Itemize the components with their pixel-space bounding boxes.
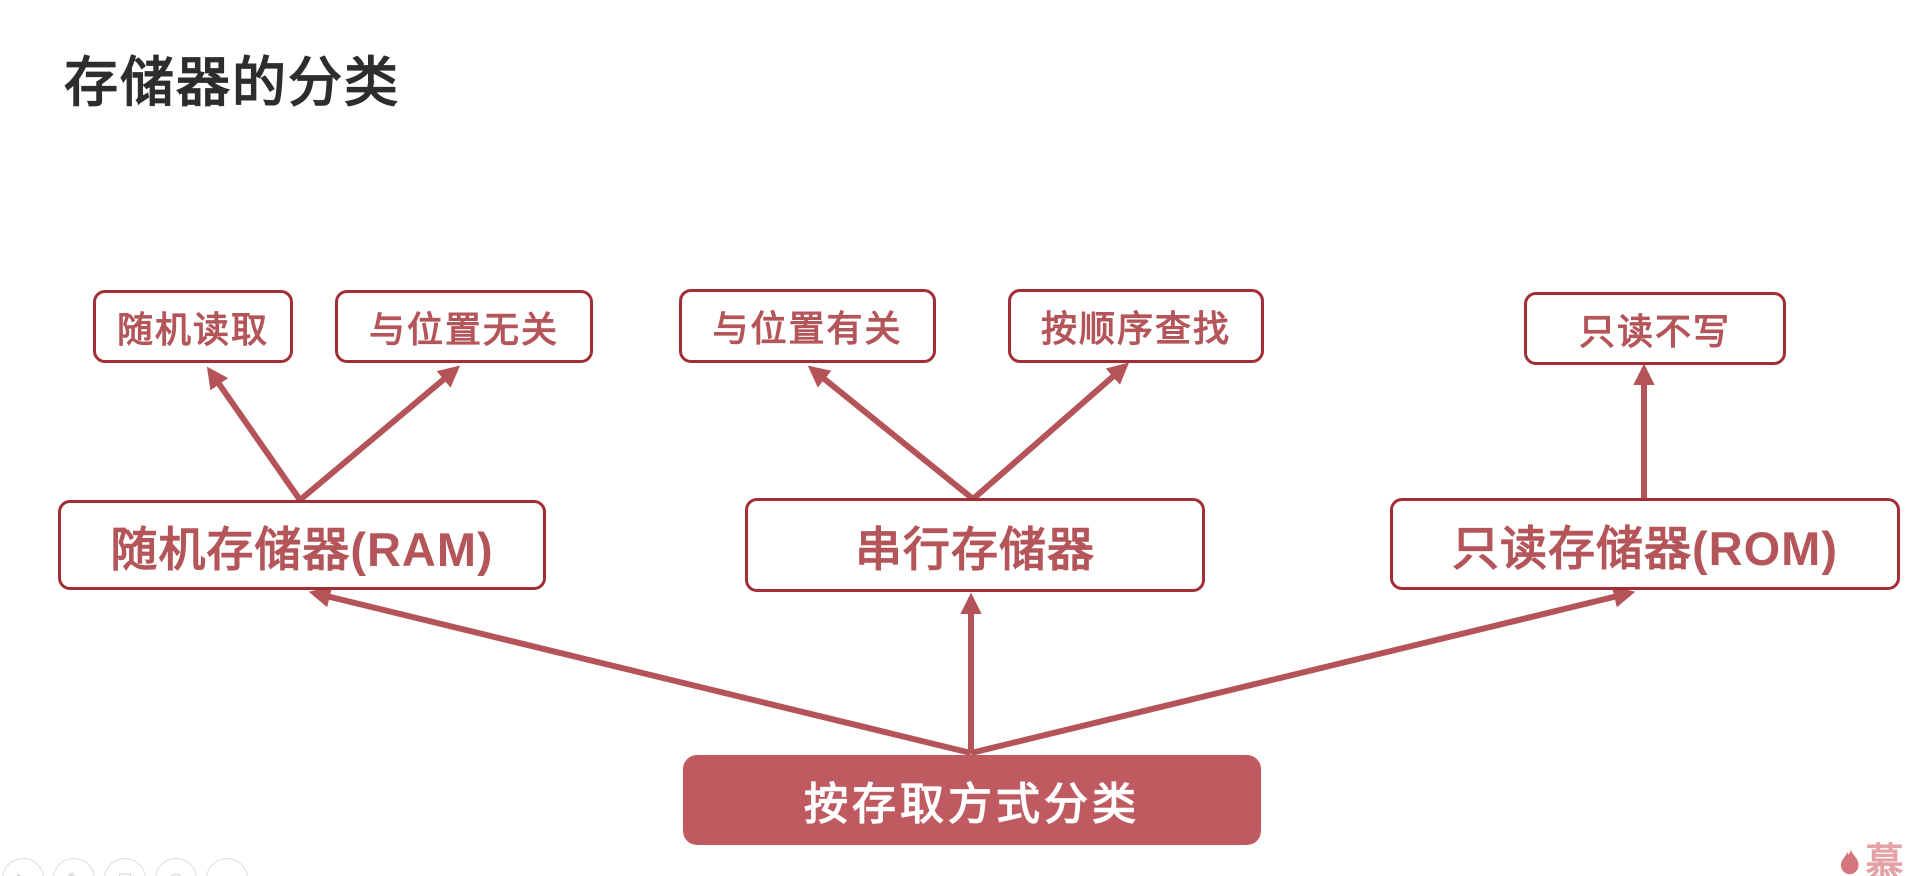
arrow-connector bbox=[807, 365, 975, 502]
feature-label: 随机读取 bbox=[116, 308, 269, 350]
video-icon[interactable]: ▣ bbox=[104, 858, 146, 876]
page-title: 存储器的分类 bbox=[64, 53, 400, 113]
play-icon[interactable]: ▶ bbox=[2, 858, 44, 876]
arrow-connector bbox=[971, 362, 1130, 502]
arrow-connector bbox=[298, 365, 461, 503]
category-box-rom: 只读存储器(ROM) bbox=[1390, 498, 1900, 590]
arrow-connector bbox=[308, 586, 972, 756]
arrow-connector bbox=[970, 586, 1636, 756]
category-label: 只读存储器(ROM) bbox=[1452, 521, 1838, 575]
feature-label: 与位置有关 bbox=[712, 308, 903, 349]
pen-icon[interactable]: ✎ bbox=[53, 858, 95, 876]
feature-box-position-independent: 与位置无关 bbox=[335, 290, 593, 363]
category-box-serial-memory: 串行存储器 bbox=[745, 498, 1205, 592]
flame-icon bbox=[1840, 849, 1859, 875]
feature-label: 只读不写 bbox=[1578, 310, 1731, 352]
brand-text: 慕课 bbox=[1865, 842, 1907, 876]
player-toolbar: ▶ ✎ ▣ ◉ ⋯ bbox=[0, 858, 248, 876]
category-label: 串行存储器 bbox=[855, 522, 1095, 576]
category-label: 随机存储器(RAM) bbox=[110, 522, 494, 576]
feature-label: 按顺序查找 bbox=[1040, 308, 1231, 349]
brand-watermark: 慕课 bbox=[1838, 843, 1918, 876]
arrow-connector bbox=[206, 366, 303, 502]
record-icon[interactable]: ◉ bbox=[155, 858, 197, 876]
root-label: 按存取方式分类 bbox=[804, 780, 1140, 829]
feature-box-random-read: 随机读取 bbox=[93, 290, 293, 363]
feature-label: 与位置无关 bbox=[368, 308, 559, 350]
feature-box-position-dependent: 与位置有关 bbox=[679, 289, 936, 363]
more-icon[interactable]: ⋯ bbox=[206, 858, 248, 876]
category-box-ram: 随机存储器(RAM) bbox=[58, 500, 546, 590]
root-box-access-method: 按存取方式分类 bbox=[683, 755, 1261, 845]
feature-box-sequential-search: 按顺序查找 bbox=[1008, 289, 1264, 363]
feature-box-read-only-no-write: 只读不写 bbox=[1524, 292, 1786, 365]
